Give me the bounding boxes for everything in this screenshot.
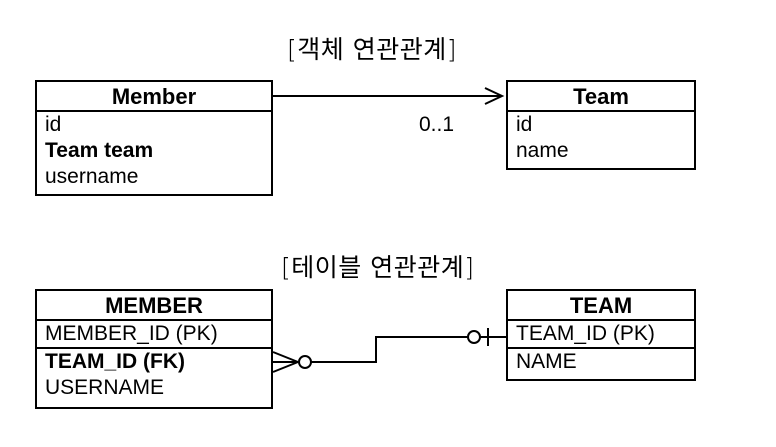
multiplicity-label: 0..1 <box>419 113 455 136</box>
member-field-team: Team team <box>45 139 154 162</box>
member-table-name: MEMBER <box>37 291 271 321</box>
member-field-username: username <box>45 165 139 188</box>
member-column-member-id: MEMBER_ID (PK) <box>37 321 271 349</box>
crows-foot-many-icon <box>272 351 312 373</box>
member-class-name: Member <box>37 82 271 112</box>
object-section-title: [객체 연관관계] <box>287 35 457 64</box>
member-class-box: Member id Team team username <box>35 80 273 196</box>
zero-or-one-icon <box>467 328 489 346</box>
association-arrow <box>273 87 505 105</box>
team-table-name: TEAM <box>508 291 694 321</box>
team-column-team-id: TEAM_ID (PK) <box>508 321 694 349</box>
team-field-id: id <box>516 113 533 136</box>
team-class-box: Team id name <box>506 80 696 170</box>
team-column-name: NAME <box>516 350 577 373</box>
team-class-name: Team <box>508 82 694 112</box>
member-field-id: id <box>45 113 62 136</box>
team-field-name: name <box>516 139 569 162</box>
member-column-team-id: TEAM_ID (FK) <box>45 350 185 373</box>
foreign-key-relation-line <box>305 336 506 363</box>
member-table-box: MEMBER MEMBER_ID (PK) TEAM_ID (FK) USERN… <box>35 289 273 409</box>
member-column-username: USERNAME <box>45 376 165 399</box>
table-section-title: [테이블 연관관계] <box>281 253 475 282</box>
team-table-box: TEAM TEAM_ID (PK) NAME <box>506 289 696 381</box>
